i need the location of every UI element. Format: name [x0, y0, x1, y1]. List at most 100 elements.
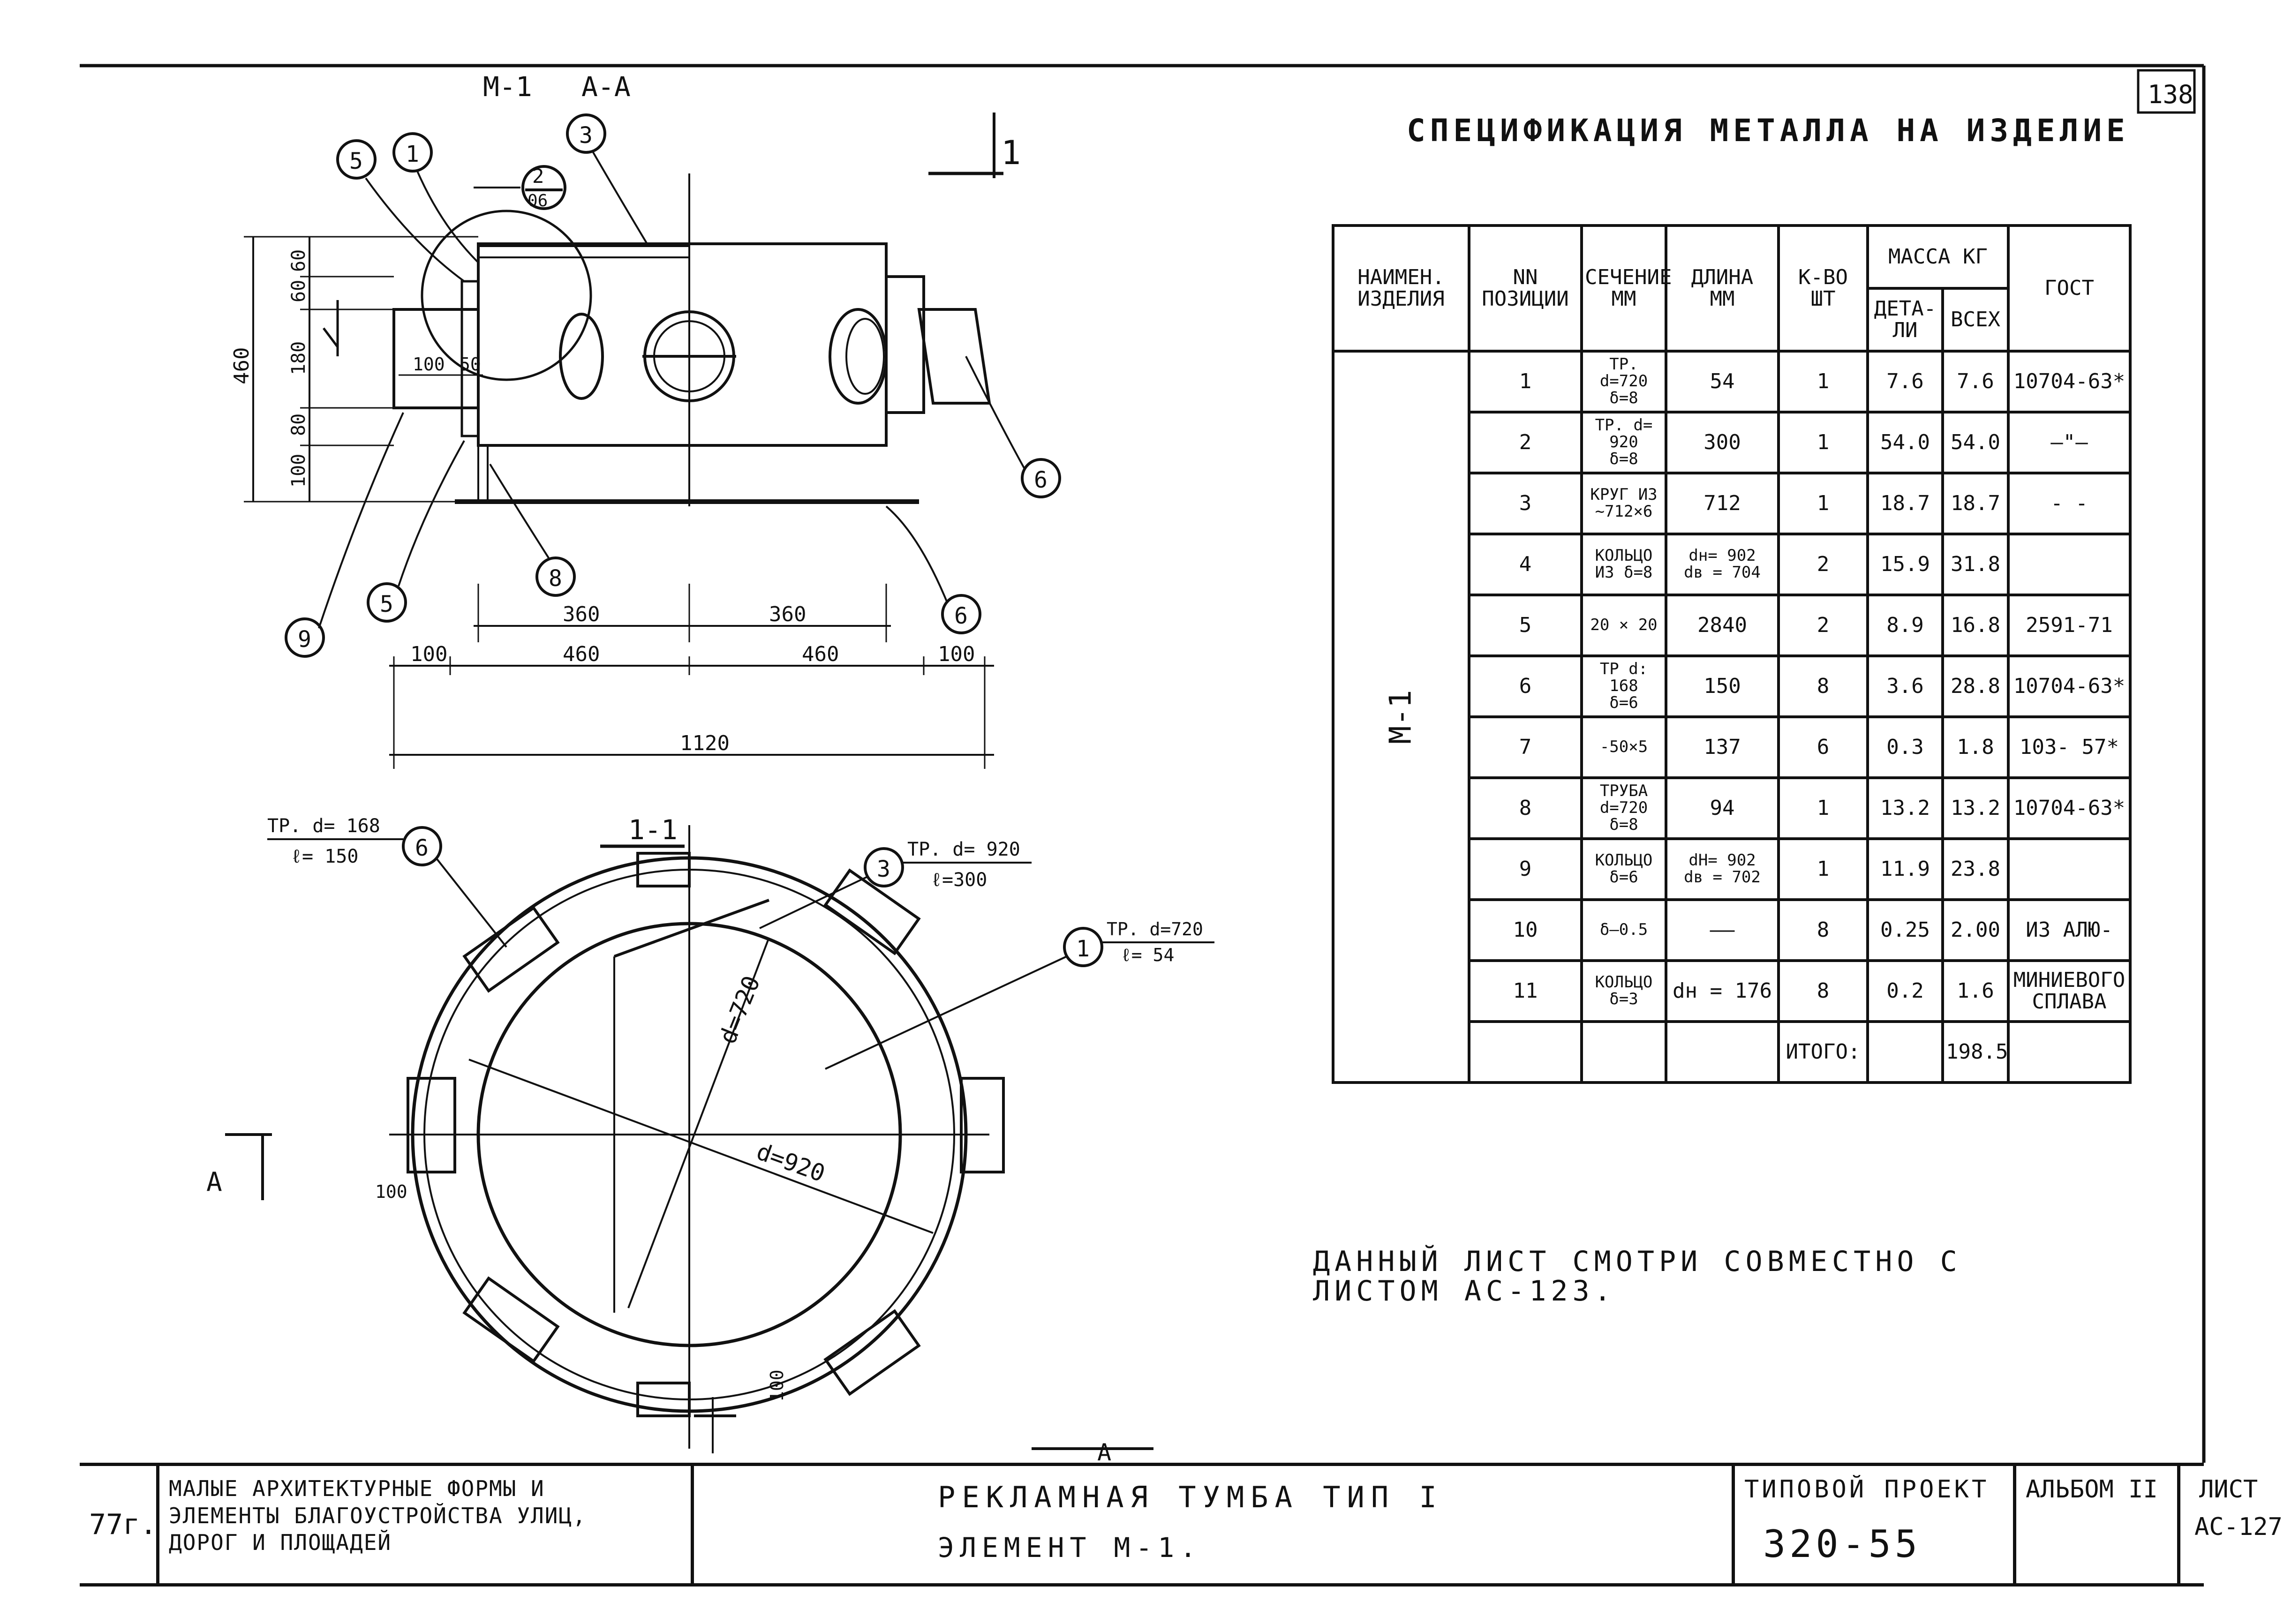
- spec-cell-all: 54.0: [1941, 411, 2010, 474]
- spec-cell-section: КОЛЬЦО δ=6: [1580, 837, 1667, 901]
- dim-p100a: 100: [375, 1181, 407, 1202]
- callout-9: 6: [954, 603, 968, 629]
- spec-cell-length: 2840: [1665, 594, 1780, 657]
- spec-cell-qty: 6: [1777, 715, 1869, 779]
- spec-cell-pos: 8: [1468, 776, 1583, 840]
- spec-cell-gost: 103- 57*: [2007, 715, 2132, 779]
- stamp-sheet-cell: ЛИСТ АС-127: [2180, 1466, 2284, 1583]
- arrow-a-bottom: А: [1097, 1439, 1111, 1466]
- dim-h360a: 360: [563, 602, 600, 626]
- callout-2-sub: 06: [528, 191, 548, 211]
- callout-3-top: 3: [579, 122, 593, 149]
- stamp-code-cell: 77г.: [80, 1466, 159, 1583]
- spec-cell-det: 15.9: [1866, 533, 1944, 596]
- dim-v180: 180: [288, 341, 309, 375]
- spec-cell-pos: 1: [1468, 350, 1583, 414]
- spec-cell-length: 94: [1665, 776, 1780, 840]
- spec-cell-gost: —"—: [2007, 411, 2132, 474]
- spec-cell-det: 13.2: [1866, 776, 1944, 840]
- stamp-sheet-label: ЛИСТ: [2199, 1475, 2258, 1504]
- plan-callout-3: 3: [877, 856, 890, 882]
- spec-cell-length: 54: [1665, 350, 1780, 414]
- col-mass-detail: ДЕТА- ЛИ: [1866, 287, 1944, 353]
- spec-row: ИТОГО:198.5: [1333, 1020, 2132, 1084]
- spec-cell-qty: 1: [1777, 350, 1869, 414]
- dim-h100a: 100: [410, 642, 447, 666]
- leader-3-line1: ТР. d= 920: [907, 839, 1020, 860]
- spec-cell-length: [1665, 1020, 1780, 1084]
- spec-cell-length: 712: [1665, 472, 1780, 535]
- spec-cell-all: 28.8: [1941, 654, 2010, 718]
- spec-header-row: НАИМЕН. ИЗДЕЛИЯ NN ПОЗИЦИИ СЕЧЕНИЕ ММ ДЛ…: [1332, 224, 2132, 353]
- spec-cell-det: [1866, 1020, 1944, 1084]
- dim-h100-inner: 100: [413, 354, 445, 375]
- callout-6-right: 6: [1034, 467, 1048, 493]
- spec-cell-det: 7.6: [1866, 350, 1944, 414]
- callout-2: 2: [532, 165, 544, 188]
- spec-cell-gost: МИНИЕВОГО СПЛАВА: [2007, 959, 2132, 1023]
- spec-cell-pos: 2: [1468, 411, 1583, 474]
- stamp-title-1: РЕКЛАМНАЯ ТУМБА ТИП I: [938, 1480, 1443, 1514]
- spec-cell-pos: 11: [1468, 959, 1583, 1023]
- spec-cell-pos: 10: [1468, 898, 1583, 962]
- col-qty: К-ВО ШТ: [1777, 224, 1869, 353]
- spec-cell-length: dН= 902 dв = 702: [1665, 837, 1780, 901]
- spec-cell-section: КРУГ ИЗ ~712×6: [1580, 472, 1667, 535]
- dim-h460a: 460: [563, 642, 600, 666]
- note: ДАННЫЙ ЛИСТ СМОТРИ СОВМЕСТНО С ЛИСТОМ АС…: [1313, 1245, 1962, 1308]
- callout-5-top: 5: [349, 148, 363, 174]
- spec-cell-det: 11.9: [1866, 837, 1944, 901]
- stamp-project-number: 320-55: [1763, 1522, 1921, 1566]
- spec-cell-gost: [2007, 1020, 2132, 1084]
- col-pos: NN ПОЗИЦИИ: [1468, 224, 1583, 353]
- spec-cell-det: 0.2: [1866, 959, 1944, 1023]
- spec-cell-length: ——: [1665, 898, 1780, 962]
- col-length: ДЛИНА ММ: [1665, 224, 1780, 353]
- spec-cell-length: dн= 902 dв = 704: [1665, 533, 1780, 596]
- spec-cell-section: КОЛЬЦО ИЗ δ=8: [1580, 533, 1667, 596]
- dim-h50: 50: [460, 354, 481, 375]
- dim-p100b: 100: [767, 1369, 787, 1402]
- view-label: М-1: [483, 71, 532, 103]
- spec-cell-qty: 8: [1777, 959, 1869, 1023]
- callout-5-left: 5: [380, 591, 393, 617]
- leader-3-line2: ℓ=300: [931, 869, 987, 891]
- col-section: СЕЧЕНИЕ ММ: [1580, 224, 1672, 353]
- spec-item-name: М-1: [1333, 351, 1469, 1083]
- leader-1-line2: ℓ= 54: [1121, 945, 1174, 965]
- callout-6-left: 9: [298, 626, 311, 653]
- spec-cell-det: 0.3: [1866, 715, 1944, 779]
- spec-cell-length: 150: [1665, 654, 1780, 718]
- stamp-project-cell: ТИПОВОЙ ПРОЕКТ 320-55: [1735, 1466, 2016, 1583]
- leader-6-line2: ℓ= 150: [291, 846, 358, 867]
- spec-cell-all: 1.6: [1941, 959, 2010, 1023]
- stamp-category: МАЛЫЕ АРХИТЕКТУРНЫЕ ФОРМЫ И ЭЛЕМЕНТЫ БЛА…: [169, 1476, 587, 1555]
- spec-cell-section: -50×5: [1580, 715, 1667, 779]
- spec-cell-gost: 10704-63*: [2007, 776, 2132, 840]
- dim-h360b: 360: [769, 602, 806, 626]
- spec-cell-all: 1.8: [1941, 715, 2010, 779]
- dim-h1120: 1120: [680, 731, 730, 755]
- dim-v60b: 60: [288, 280, 309, 302]
- spec-cell-qty: 2: [1777, 594, 1869, 657]
- spec-cell-pos: 6: [1468, 654, 1583, 718]
- spec-cell-gost: [2007, 837, 2132, 901]
- spec-cell-section: ТР. d= 920 δ=8: [1580, 411, 1667, 474]
- stamp-sheet-code: АС-127: [2194, 1513, 2283, 1541]
- hatched-top-left: [477, 245, 690, 258]
- spec-cell-section: [1580, 1020, 1667, 1084]
- spec-cell-pos: [1468, 1020, 1583, 1084]
- spec-cell-all: 16.8: [1941, 594, 2010, 657]
- plan-callout-6: 6: [415, 835, 429, 861]
- spec-cell-length: 300: [1665, 411, 1780, 474]
- spec-cell-qty: 8: [1777, 654, 1869, 718]
- dim-d720: d=720: [714, 972, 765, 1047]
